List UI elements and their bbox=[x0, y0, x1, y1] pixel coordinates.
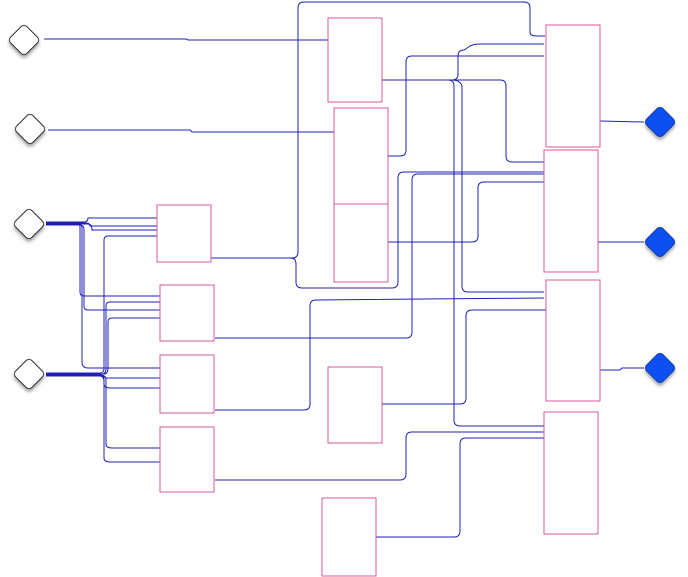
port-group bbox=[8, 24, 677, 391]
process-block[interactable] bbox=[159, 284, 215, 342]
edge-group bbox=[44, 1, 645, 538]
edge bbox=[46, 217, 158, 223]
edge bbox=[46, 301, 160, 375]
process-block[interactable] bbox=[156, 204, 212, 263]
output-port[interactable] bbox=[644, 226, 677, 259]
edge bbox=[215, 173, 544, 339]
edge bbox=[599, 120, 645, 123]
output-port[interactable] bbox=[644, 352, 677, 385]
edge bbox=[46, 223, 158, 231]
input-port[interactable] bbox=[14, 113, 47, 146]
edge bbox=[382, 309, 546, 405]
edge bbox=[382, 79, 544, 427]
process-block[interactable] bbox=[327, 17, 383, 103]
edge bbox=[46, 375, 160, 463]
output-port[interactable] bbox=[644, 106, 677, 139]
edge bbox=[211, 171, 544, 289]
block-group bbox=[156, 17, 601, 577]
process-block[interactable] bbox=[333, 107, 389, 205]
edge bbox=[44, 38, 328, 41]
edge bbox=[215, 431, 544, 481]
edge bbox=[46, 222, 160, 297]
process-block[interactable] bbox=[327, 366, 383, 444]
edge bbox=[46, 224, 160, 311]
edge bbox=[382, 79, 544, 163]
process-block[interactable] bbox=[543, 411, 599, 535]
process-block[interactable] bbox=[543, 149, 599, 273]
process-block[interactable] bbox=[321, 497, 377, 577]
edge bbox=[211, 1, 545, 259]
process-block[interactable] bbox=[159, 354, 215, 414]
edge bbox=[215, 297, 545, 411]
edge bbox=[46, 374, 160, 449]
edge bbox=[600, 367, 644, 371]
input-port[interactable] bbox=[8, 24, 41, 57]
edge bbox=[451, 79, 544, 293]
process-block[interactable] bbox=[545, 279, 601, 402]
process-block[interactable] bbox=[159, 426, 215, 493]
edge bbox=[388, 181, 544, 243]
edge bbox=[46, 235, 158, 374]
edge bbox=[388, 55, 544, 157]
process-block[interactable] bbox=[333, 203, 389, 283]
edge bbox=[451, 43, 544, 81]
edge bbox=[46, 317, 160, 375]
process-block[interactable] bbox=[545, 24, 601, 148]
edge bbox=[48, 129, 334, 133]
input-port[interactable] bbox=[13, 208, 46, 241]
input-port[interactable] bbox=[13, 358, 46, 391]
edge bbox=[376, 437, 544, 538]
